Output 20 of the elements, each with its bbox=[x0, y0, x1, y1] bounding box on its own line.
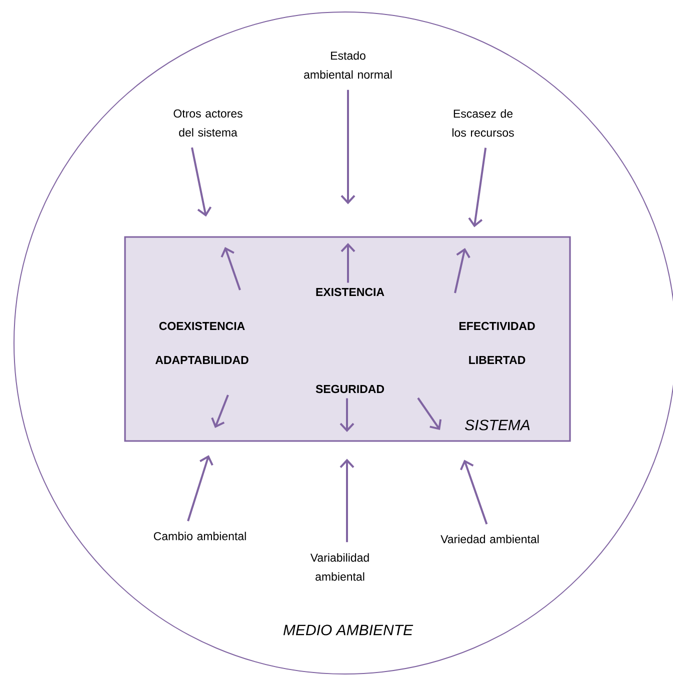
arrow bbox=[340, 90, 356, 204]
arrow bbox=[460, 460, 488, 524]
arrow bbox=[340, 243, 356, 283]
property-label: EFECTIVIDAD bbox=[459, 322, 535, 330]
factor-label: Escasez de los recursos bbox=[452, 109, 514, 137]
factor-label: Variabilidad ambiental bbox=[310, 553, 369, 581]
property-label: LIBERTAD bbox=[469, 356, 526, 364]
factor-label: Otros actores del sistema bbox=[174, 109, 242, 137]
arrow bbox=[468, 148, 487, 228]
property-label: SEGURIDAD bbox=[316, 384, 384, 394]
arrow bbox=[340, 458, 354, 542]
property-label: COEXISTENCIA bbox=[159, 322, 245, 330]
arrow bbox=[191, 147, 212, 217]
property-label: EXISTENCIA bbox=[316, 288, 384, 296]
arrow bbox=[340, 398, 354, 432]
arrow bbox=[187, 455, 214, 522]
factor-label: Estado ambiental normal bbox=[304, 51, 392, 79]
factor-label: Cambio ambiental bbox=[154, 532, 246, 540]
property-label: ADAPTABILIDAD bbox=[155, 356, 248, 364]
factor-label: Variedad ambiental bbox=[440, 534, 539, 544]
